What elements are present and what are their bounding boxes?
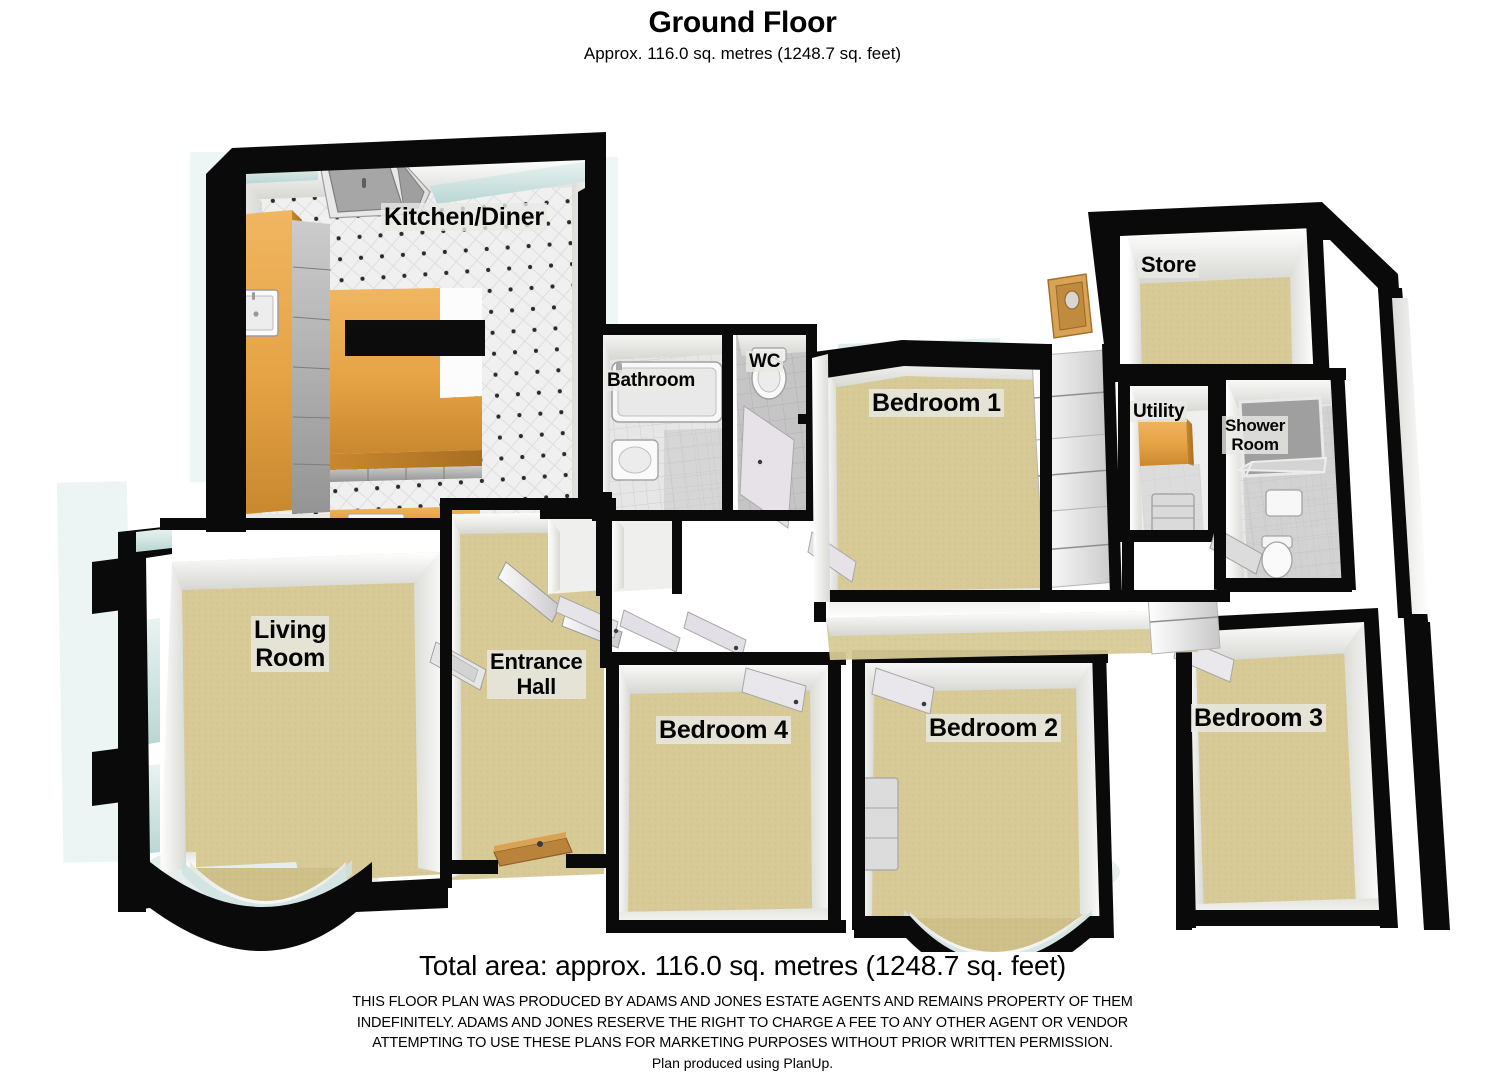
hall-cupboards xyxy=(540,508,690,596)
room-label-utility: Utility xyxy=(1130,401,1188,423)
floorplan-svg xyxy=(56,132,1450,952)
living-room-outer-wall xyxy=(118,526,448,952)
room-label-entrance-hall: Entrance Hall xyxy=(487,649,586,700)
shower-toilet-icon xyxy=(1261,535,1293,579)
room-bedroom-2 xyxy=(852,650,1114,952)
room-kitchen-diner xyxy=(206,132,606,532)
producer-credit: Plan produced using PlanUp. xyxy=(651,1054,834,1071)
plan-misc-walls xyxy=(160,492,616,888)
disclaimer-line-3: ATTEMPTING TO USE THESE PLANS FOR MARKET… xyxy=(372,1035,1113,1052)
plan-header: Ground Floor Approx. 116.0 sq. metres (1… xyxy=(0,6,1485,64)
plan-footer: Total area: approx. 116.0 sq. metres (12… xyxy=(0,950,1485,1071)
floor-area-subtitle: Approx. 116.0 sq. metres (1248.7 sq. fee… xyxy=(583,44,902,63)
kitchen-hob-icon xyxy=(345,320,485,356)
entrance-hall-line1: Entrance xyxy=(490,649,583,674)
room-label-kitchen-diner: Kitchen/Diner xyxy=(381,203,547,231)
page-title: Ground Floor xyxy=(648,6,837,39)
store-entry-door[interactable] xyxy=(1047,273,1093,339)
room-bedroom-3 xyxy=(1173,608,1398,930)
room-label-bedroom-1: Bedroom 1 xyxy=(869,389,1004,417)
room-utility xyxy=(1118,374,1224,542)
shower-room-line1: Shower xyxy=(1225,416,1286,435)
room-shower-room xyxy=(1209,368,1356,592)
living-room-line2: Room xyxy=(255,644,326,672)
kitchen-cabinet-lines xyxy=(292,266,332,466)
room-label-wc: WC xyxy=(746,351,784,373)
room-label-bedroom-2: Bedroom 2 xyxy=(926,714,1061,742)
shower-basin-icon xyxy=(1265,489,1303,517)
corridor-walls xyxy=(812,354,1230,660)
room-label-bedroom-4: Bedroom 4 xyxy=(656,716,791,744)
room-label-store: Store xyxy=(1138,252,1200,278)
outer-wall-right xyxy=(1318,202,1450,930)
living-room-line1: Living xyxy=(254,616,327,644)
room-living-room xyxy=(92,526,448,952)
room-label-shower-room: Shower Room xyxy=(1222,416,1289,455)
floorplan-drawing: Kitchen/Diner Living Room Entrance Hall … xyxy=(0,62,1485,952)
room-label-living-room: Living Room xyxy=(251,616,330,672)
kitchen-sink-icon xyxy=(235,289,279,337)
room-label-bedroom-3: Bedroom 3 xyxy=(1191,704,1326,732)
room-label-bathroom: Bathroom xyxy=(604,370,699,392)
total-area-text: Total area: approx. 116.0 sq. metres (12… xyxy=(418,950,1067,981)
disclaimer-text: THIS FLOOR PLAN WAS PRODUCED BY ADAMS AN… xyxy=(0,992,1485,1054)
room-bedroom-1 xyxy=(807,338,1122,622)
kitchen-island xyxy=(330,288,485,482)
room-bedroom-4 xyxy=(606,652,846,934)
basin-icon xyxy=(611,439,659,481)
room-bathroom xyxy=(592,324,738,521)
kitchen-outer-wall xyxy=(206,132,606,532)
disclaimer-line-2: INDEFINITELY. ADAMS AND JONES RESERVE TH… xyxy=(356,1014,1129,1031)
shower-room-line2: Room xyxy=(1231,435,1279,455)
disclaimer-line-1: THIS FLOOR PLAN WAS PRODUCED BY ADAMS AN… xyxy=(352,994,1133,1011)
entrance-hall-line2: Hall xyxy=(516,673,557,699)
